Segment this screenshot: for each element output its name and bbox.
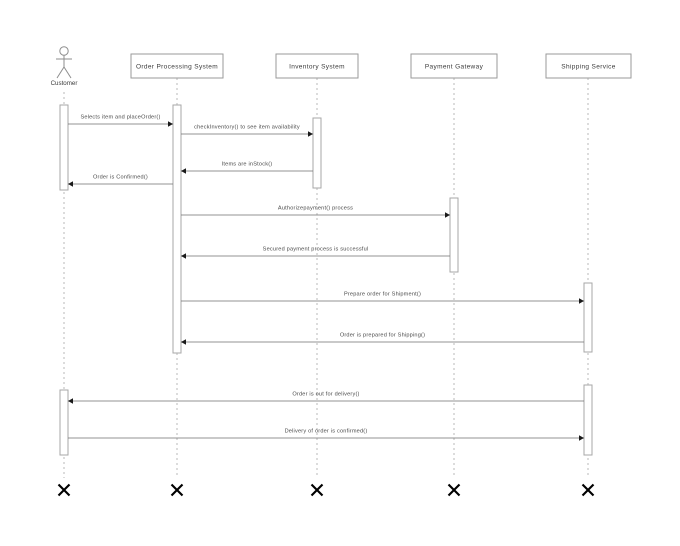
terminator-inventory-system bbox=[310, 483, 324, 497]
message-arrowhead-2 bbox=[308, 131, 313, 137]
activations-layer bbox=[59, 104, 593, 456]
message-8[interactable]: Order is prepared for Shipping() bbox=[181, 333, 584, 345]
terminator-stroke-b bbox=[310, 483, 324, 497]
activation-bar-customer-0 bbox=[59, 104, 69, 191]
participant-customer[interactable]: Customer bbox=[51, 46, 78, 87]
participant-box-payment-gateway[interactable] bbox=[410, 53, 498, 79]
activation-bar-shipping-service-6 bbox=[583, 384, 593, 456]
message-3[interactable]: Items are inStock() bbox=[181, 162, 313, 174]
participants-layer: Customer Order Processing System Inventory… bbox=[51, 46, 632, 87]
participant-label-inventory-system: Inventory System bbox=[289, 63, 345, 70]
participant-box-inventory-system[interactable] bbox=[275, 53, 359, 79]
message-label-5: Authorizepayment() process bbox=[278, 206, 353, 212]
terminator-order-processing-system bbox=[170, 483, 184, 497]
message-label-3: Items are inStock() bbox=[222, 162, 273, 168]
participant-box-shipping-service[interactable] bbox=[545, 53, 632, 79]
message-10[interactable]: Delivery of order is confirmed() bbox=[68, 429, 584, 441]
terminator-shipping-service bbox=[581, 483, 595, 497]
message-arrowhead-10 bbox=[579, 435, 584, 441]
actor-leg-right-icon bbox=[63, 66, 72, 79]
activation-bar-order-processing-system-2 bbox=[172, 104, 182, 354]
message-5[interactable]: Authorizepayment() process bbox=[181, 206, 450, 218]
message-arrowhead-5 bbox=[445, 212, 450, 218]
message-label-4: Order is Confirmed() bbox=[93, 175, 148, 181]
participant-label-payment-gateway: Payment Gateway bbox=[425, 63, 484, 70]
message-arrowhead-4 bbox=[68, 181, 73, 187]
message-6[interactable]: Secured payment process is successful bbox=[181, 247, 450, 259]
message-arrowhead-1 bbox=[168, 121, 173, 127]
message-label-8: Order is prepared for Shipping() bbox=[340, 333, 425, 339]
participant-payment-gateway[interactable]: Payment Gateway bbox=[410, 53, 498, 79]
terminator-stroke-b bbox=[581, 483, 595, 497]
message-arrowhead-6 bbox=[181, 253, 186, 259]
message-label-1: Selects item and placeOrder() bbox=[80, 115, 160, 121]
activation-bar-payment-gateway-4 bbox=[449, 197, 459, 273]
participant-shipping-service[interactable]: Shipping Service bbox=[545, 53, 632, 79]
message-label-6: Secured payment process is successful bbox=[263, 247, 369, 253]
message-label-7: Prepare order for Shipment() bbox=[344, 292, 421, 298]
terminators-layer bbox=[57, 483, 595, 497]
messages-layer: Selects item and placeOrder() checkInvent… bbox=[68, 115, 584, 441]
message-label-2: checkInventory() to see item availabilit… bbox=[194, 125, 300, 131]
participant-inventory-system[interactable]: Inventory System bbox=[275, 53, 359, 79]
message-1[interactable]: Selects item and placeOrder() bbox=[68, 115, 173, 127]
activation-bar-shipping-service-5 bbox=[583, 282, 593, 353]
message-arrowhead-3 bbox=[181, 168, 186, 174]
actor-leg-left-icon bbox=[56, 66, 65, 79]
terminator-stroke-b bbox=[57, 483, 71, 497]
message-4[interactable]: Order is Confirmed() bbox=[68, 175, 173, 187]
message-arrowhead-9 bbox=[68, 398, 73, 404]
message-2[interactable]: checkInventory() to see item availabilit… bbox=[181, 125, 313, 137]
message-7[interactable]: Prepare order for Shipment() bbox=[181, 292, 584, 304]
participant-order-processing-system[interactable]: Order Processing System bbox=[130, 53, 224, 79]
terminator-payment-gateway bbox=[447, 483, 461, 497]
terminator-stroke-b bbox=[447, 483, 461, 497]
terminator-customer bbox=[57, 483, 71, 497]
message-label-9: Order is out for delivery() bbox=[292, 392, 359, 398]
participant-label-order-processing-system: Order Processing System bbox=[136, 63, 218, 70]
participant-label-shipping-service: Shipping Service bbox=[561, 63, 615, 70]
lifelines-layer bbox=[63, 78, 589, 478]
message-9[interactable]: Order is out for delivery() bbox=[68, 392, 584, 404]
message-label-10: Delivery of order is confirmed() bbox=[285, 429, 368, 435]
participant-box-order-processing-system[interactable] bbox=[130, 53, 224, 79]
terminator-stroke-b bbox=[170, 483, 184, 497]
actor-head-icon bbox=[59, 46, 69, 56]
activation-bar-customer-1 bbox=[59, 389, 69, 456]
message-arrowhead-7 bbox=[579, 298, 584, 304]
activation-bar-inventory-system-3 bbox=[312, 117, 322, 189]
message-arrowhead-8 bbox=[181, 339, 186, 345]
participant-label-customer: Customer bbox=[51, 80, 78, 87]
